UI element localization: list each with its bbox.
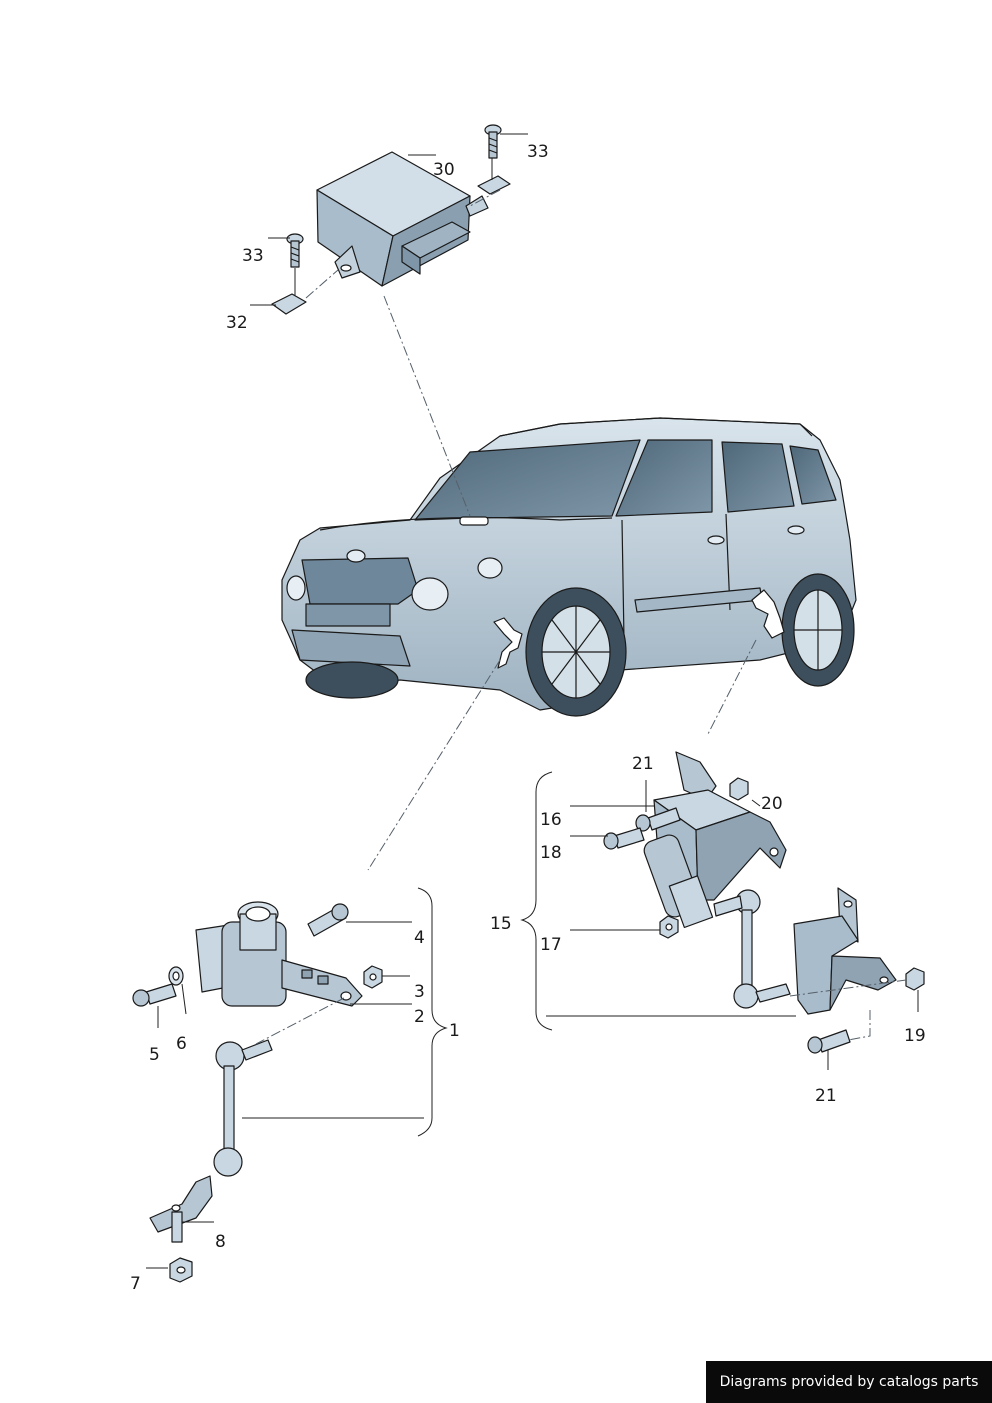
callout-16: 16 <box>540 810 562 830</box>
bolt-5 <box>132 983 177 1007</box>
callout-19: 19 <box>904 1026 926 1046</box>
callout-20: 20 <box>761 794 783 814</box>
callout-21-bottom: 21 <box>815 1086 837 1106</box>
callout-30: 30 <box>433 160 455 180</box>
bolt-8 <box>171 1211 183 1243</box>
level-sensor-front <box>195 901 363 1007</box>
callout-18: 18 <box>540 843 562 863</box>
nut-3 <box>363 965 383 989</box>
callout-2: 2 <box>414 1007 425 1027</box>
clip-33-top <box>477 175 511 195</box>
link-rod-rear <box>713 889 791 1009</box>
callout-17: 17 <box>540 935 562 955</box>
bolt-21-top <box>635 807 681 832</box>
bolt-21-bottom <box>807 1029 851 1054</box>
bolt-4 <box>307 903 349 937</box>
callout-5: 5 <box>149 1045 160 1065</box>
bracket-rear-lower <box>793 887 897 1015</box>
callout-3: 3 <box>414 982 425 1002</box>
callout-8: 8 <box>215 1232 226 1252</box>
link-rod-front <box>149 1039 273 1233</box>
callout-6: 6 <box>176 1034 187 1054</box>
credit-banner: Diagrams provided by catalogs parts <box>706 1361 992 1403</box>
nut-7 <box>169 1257 193 1283</box>
vehicle <box>281 417 857 717</box>
control-unit <box>316 151 489 287</box>
bolt-18 <box>603 827 645 850</box>
screw-33-top <box>484 124 502 159</box>
washer-6 <box>168 966 184 986</box>
screw-33-left <box>286 233 304 268</box>
nut-19 <box>905 967 925 991</box>
callout-4: 4 <box>414 928 425 948</box>
clip-32 <box>271 293 307 315</box>
callout-15: 15 <box>490 914 512 934</box>
nut-20 <box>729 777 749 801</box>
nut-17 <box>659 915 679 939</box>
callout-33-top: 33 <box>527 142 549 162</box>
callout-1: 1 <box>449 1021 460 1041</box>
level-sensor-rear <box>643 834 714 929</box>
callout-21-top: 21 <box>632 754 654 774</box>
leader-lines <box>146 133 919 1269</box>
callout-32: 32 <box>226 313 248 333</box>
callout-33-left: 33 <box>242 246 264 266</box>
callout-7: 7 <box>130 1274 141 1294</box>
